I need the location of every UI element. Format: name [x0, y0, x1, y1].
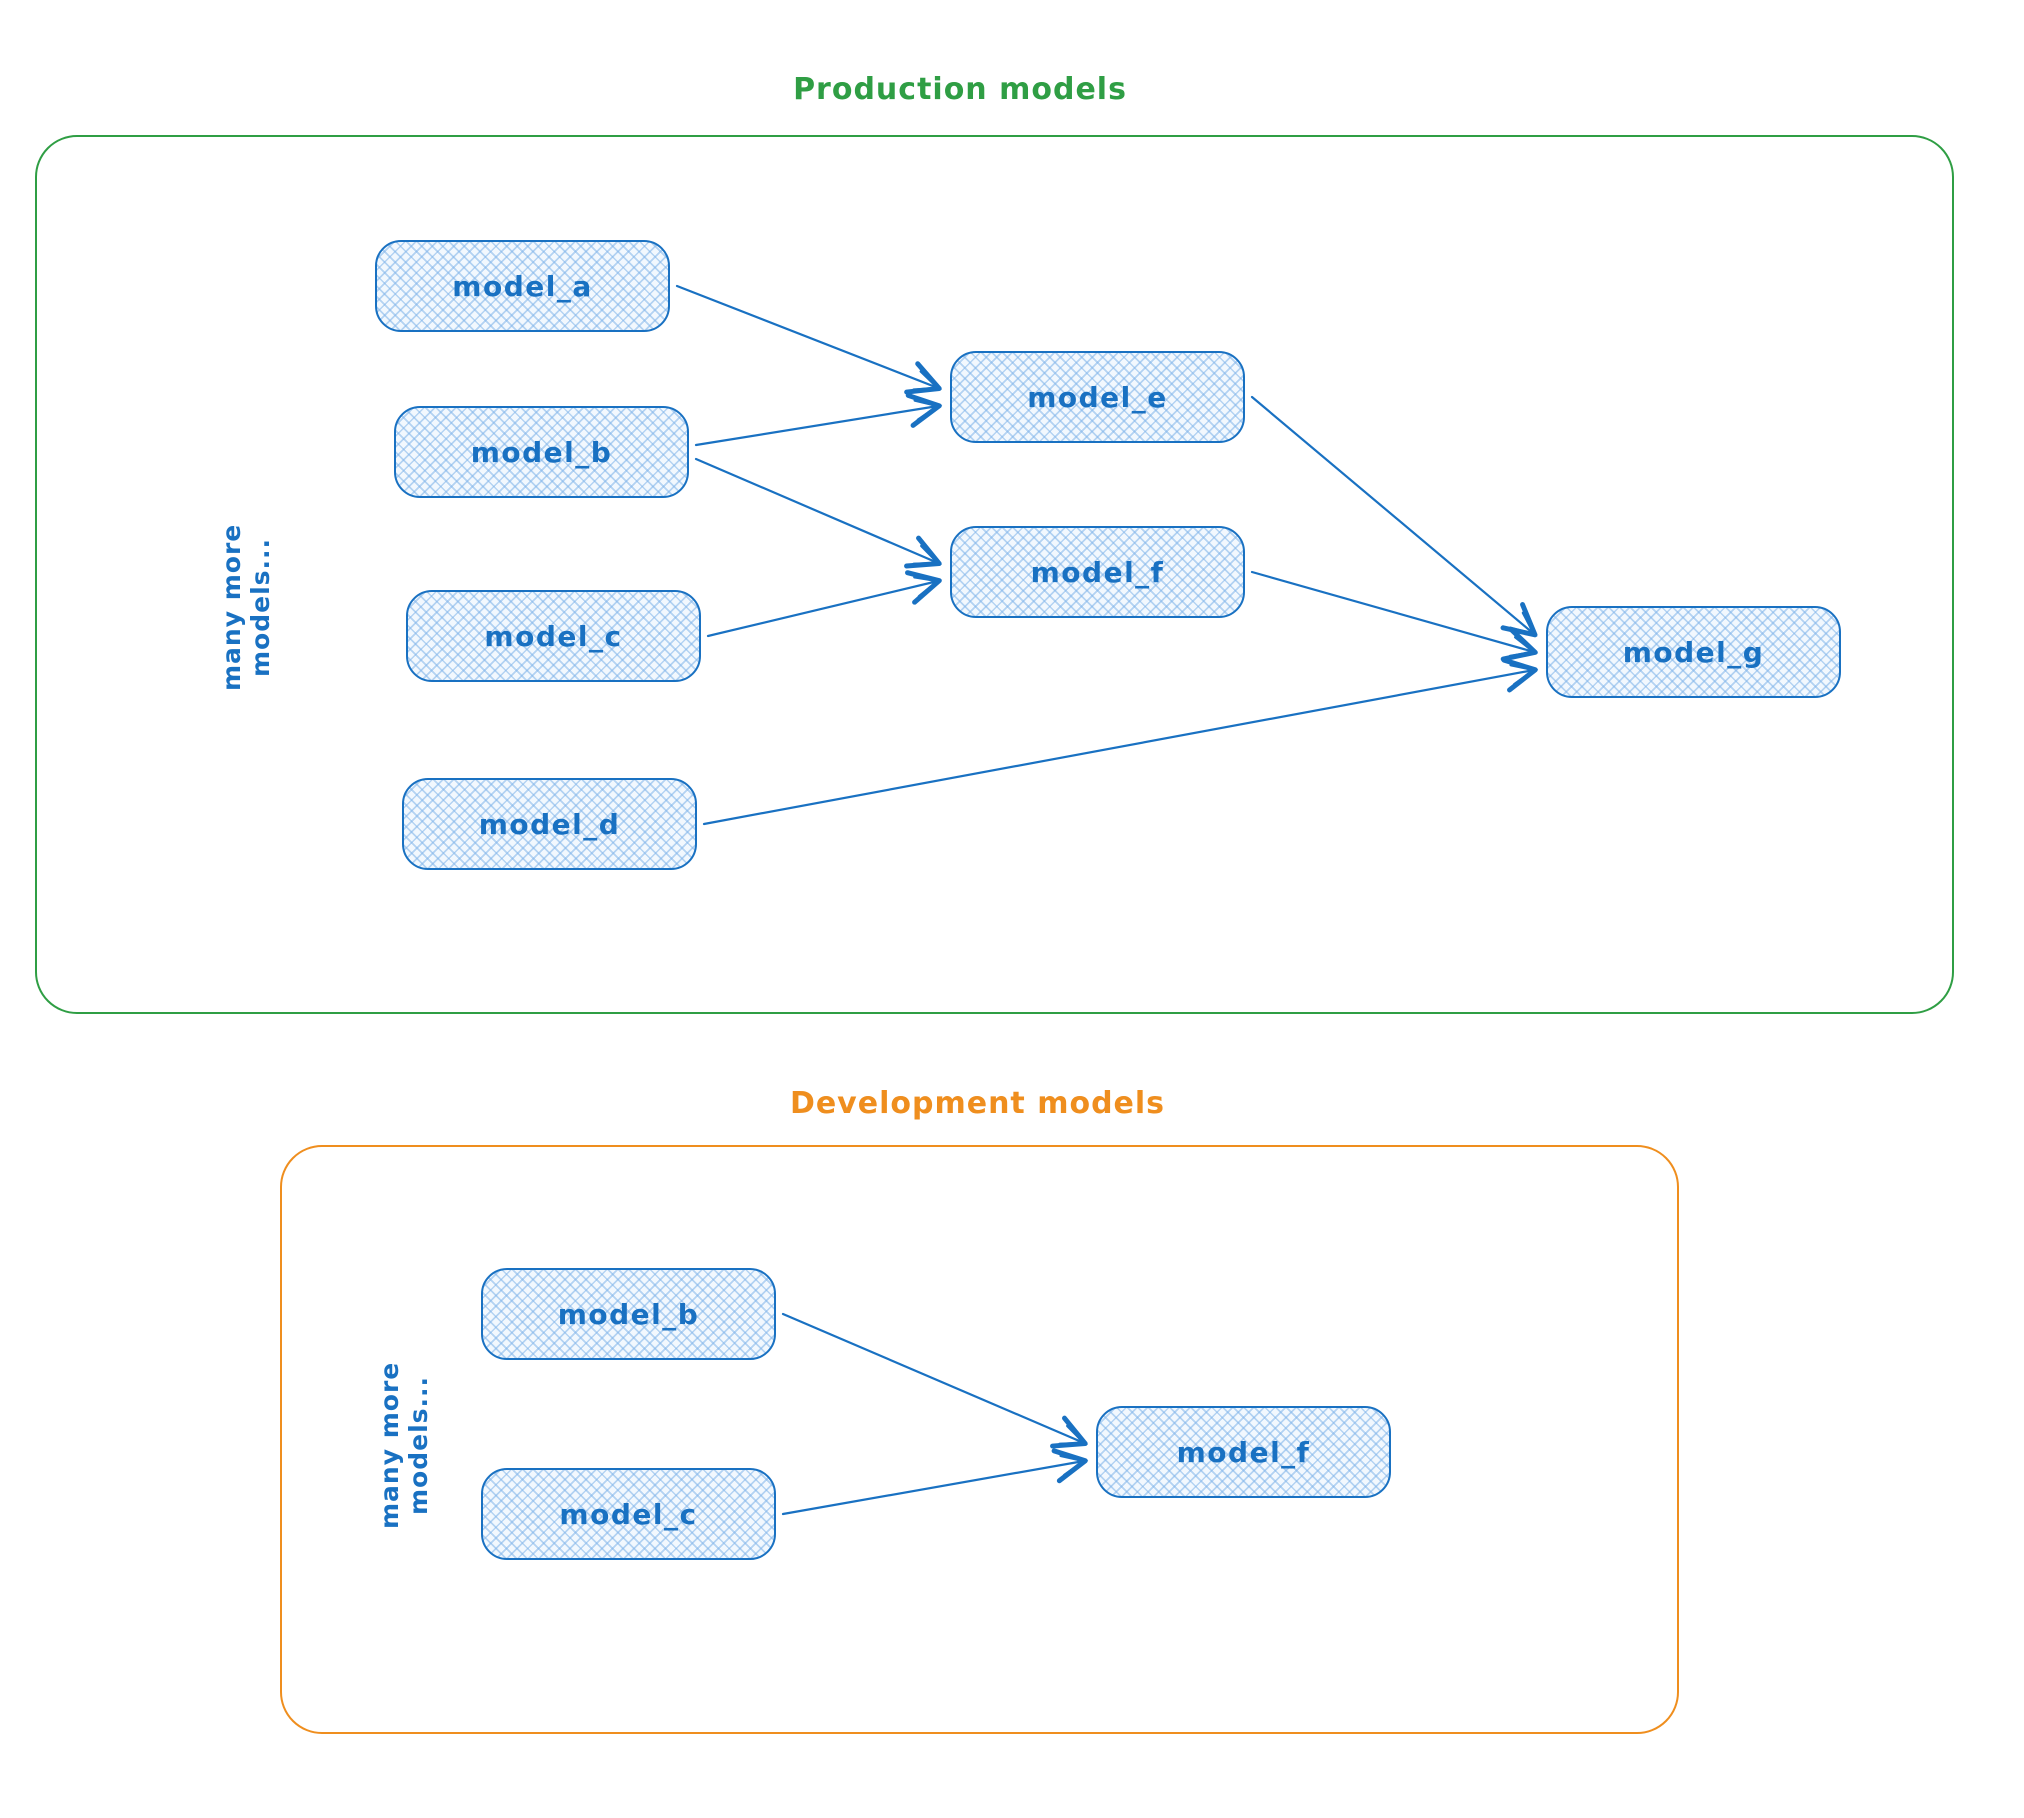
node-development-model-f: model_f	[1096, 1406, 1391, 1498]
node-label: model_e	[1027, 380, 1168, 414]
node-label: model_d	[478, 807, 621, 841]
node-label: model_a	[452, 269, 593, 303]
node-label: model_g	[1622, 635, 1765, 669]
node-label: model_c	[484, 619, 623, 653]
node-label: model_f	[1176, 1435, 1311, 1469]
node-production-model-g: model_g	[1546, 606, 1841, 698]
development-side-label: many more models...	[375, 1361, 433, 1529]
node-production-model-c: model_c	[406, 590, 701, 682]
node-production-model-e: model_e	[950, 351, 1245, 443]
node-label: model_b	[557, 1297, 700, 1331]
development-container-frame	[280, 1145, 1679, 1734]
node-production-model-b: model_b	[394, 406, 689, 498]
node-production-model-d: model_d	[402, 778, 697, 870]
production-container-frame	[35, 135, 1954, 1014]
node-development-model-c: model_c	[481, 1468, 776, 1560]
development-section-title: Development models	[789, 1086, 1166, 1121]
node-label: model_c	[559, 1497, 698, 1531]
node-label: model_f	[1030, 555, 1165, 589]
production-side-label: many more models...	[217, 523, 275, 691]
production-section-title: Production models	[793, 72, 1127, 107]
node-production-model-a: model_a	[375, 240, 670, 332]
node-label: model_b	[470, 435, 613, 469]
node-production-model-f: model_f	[950, 526, 1245, 618]
node-development-model-b: model_b	[481, 1268, 776, 1360]
